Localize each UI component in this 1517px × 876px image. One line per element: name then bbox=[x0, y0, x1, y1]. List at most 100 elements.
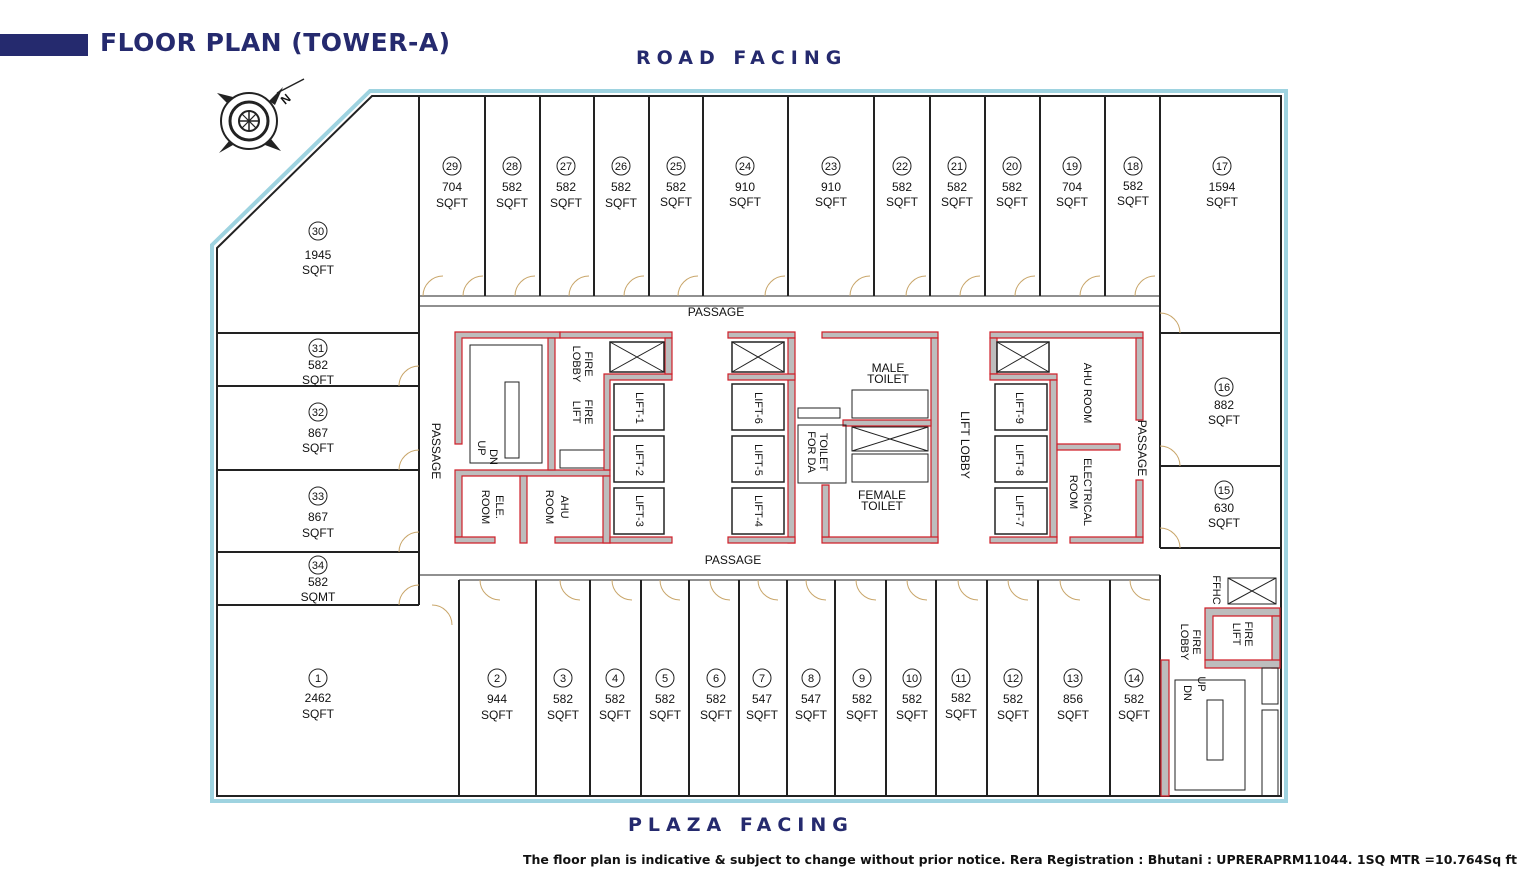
unit-number: 15 bbox=[1218, 485, 1230, 497]
unit-number: 19 bbox=[1066, 161, 1078, 173]
unit-number: 20 bbox=[1006, 161, 1018, 173]
fire-stair-block bbox=[1160, 577, 1281, 797]
unit-area: 867 bbox=[308, 510, 328, 524]
fire-lift-label-line2: LIFT bbox=[570, 401, 582, 424]
unit-area: 582 bbox=[666, 180, 686, 194]
unit-number: 29 bbox=[446, 161, 458, 173]
fire-lobby-right-label-line2: LOBBY bbox=[1178, 624, 1190, 661]
unit-measure: SQFT bbox=[746, 708, 779, 722]
unit-5: 5 582 SQFT bbox=[649, 668, 682, 722]
unit-number: 34 bbox=[312, 560, 324, 572]
unit-area: 582 bbox=[655, 692, 675, 706]
unit-measure: SQFT bbox=[599, 708, 632, 722]
unit-area: 582 bbox=[308, 358, 328, 372]
unit-number: 17 bbox=[1216, 161, 1228, 173]
unit-number: 27 bbox=[560, 161, 572, 173]
unit-area: 582 bbox=[611, 180, 631, 194]
unit-2: 2 944 SQFT bbox=[481, 668, 514, 722]
unit-number: 24 bbox=[739, 161, 751, 173]
unit-area: 867 bbox=[308, 426, 328, 440]
female-toilet-label-line1: FEMALE bbox=[858, 488, 906, 502]
unit-9: 9 582 SQFT bbox=[846, 668, 879, 722]
unit-area: 582 bbox=[902, 692, 922, 706]
building-outline bbox=[210, 89, 1288, 803]
unit-number: 31 bbox=[312, 343, 324, 355]
unit-3: 3 582 SQFT bbox=[547, 668, 580, 722]
male-toilet-label-line2: TOILET bbox=[867, 372, 909, 386]
unit-measure: SQFT bbox=[795, 708, 828, 722]
unit-measure: SQFT bbox=[302, 373, 335, 387]
unit-labels: 29 704 SQFT 28 582 SQFT 27 582 SQFT 26 5… bbox=[301, 156, 1241, 722]
unit-7: 7 547 SQFT bbox=[746, 668, 779, 722]
unit-measure: SQFT bbox=[547, 708, 580, 722]
unit-number: 30 bbox=[312, 226, 324, 238]
unit-number: 16 bbox=[1218, 382, 1230, 394]
unit-area: 704 bbox=[442, 180, 462, 194]
unit-measure: SQFT bbox=[1118, 708, 1151, 722]
unit-19: 19 704 SQFT bbox=[1056, 156, 1089, 209]
road-facing-label: ROAD FACING bbox=[636, 47, 848, 69]
fire-lift-label-line1: FIRE bbox=[582, 399, 594, 424]
lift-1-label: LIFT-1 bbox=[633, 392, 645, 424]
unit-area: 582 bbox=[852, 692, 872, 706]
unit-measure: SQFT bbox=[550, 196, 583, 210]
toilet-da-label-line1: TOILET bbox=[817, 433, 829, 472]
unit-10: 10 582 SQFT bbox=[896, 668, 929, 722]
unit-number: 23 bbox=[825, 161, 837, 173]
unit-32: 32 867 SQFT bbox=[302, 402, 335, 455]
unit-measure: SQFT bbox=[945, 707, 978, 721]
ele-room-label-line2: ROOM bbox=[479, 490, 491, 524]
unit-number: 1 bbox=[315, 673, 321, 685]
unit-15: 15 630 SQFT bbox=[1208, 480, 1241, 530]
corridor-walls bbox=[419, 305, 1160, 576]
unit-area: 630 bbox=[1214, 501, 1234, 515]
unit-number: 5 bbox=[662, 673, 668, 685]
unit-area: 910 bbox=[735, 180, 755, 194]
unit-number: 10 bbox=[906, 673, 918, 685]
unit-number: 4 bbox=[612, 673, 618, 685]
fire-lobby-right-label-line1: FIRE bbox=[1190, 629, 1202, 654]
unit-number: 33 bbox=[312, 491, 324, 503]
unit-measure: SQFT bbox=[896, 708, 929, 722]
unit-12: 12 582 SQFT bbox=[997, 668, 1030, 722]
lift-8-label: LIFT-8 bbox=[1013, 444, 1025, 476]
unit-area: 547 bbox=[752, 692, 772, 706]
unit-measure: SQFT bbox=[302, 526, 335, 540]
unit-number: 3 bbox=[560, 673, 566, 685]
fire-lobby-label-line2: LOBBY bbox=[570, 346, 582, 383]
unit-area: 582 bbox=[951, 691, 971, 705]
unit-number: 9 bbox=[859, 673, 865, 685]
unit-number: 26 bbox=[615, 161, 627, 173]
unit-area: 582 bbox=[502, 180, 522, 194]
lift-7-label: LIFT-7 bbox=[1013, 495, 1025, 527]
unit-area: 704 bbox=[1062, 180, 1082, 194]
stair-dn-label: DN bbox=[487, 449, 499, 465]
unit-23: 23 910 SQFT bbox=[815, 156, 848, 209]
core-right-block bbox=[989, 331, 1144, 544]
unit-25: 25 582 SQFT bbox=[660, 156, 693, 209]
unit-number: 14 bbox=[1128, 673, 1140, 685]
unit-area: 2462 bbox=[305, 691, 332, 705]
unit-area: 582 bbox=[1124, 692, 1144, 706]
unit-number: 28 bbox=[506, 161, 518, 173]
lift-lobby-label: LIFT LOBBY bbox=[958, 411, 972, 479]
unit-measure: SQFT bbox=[302, 707, 335, 721]
lift-6-label: LIFT-6 bbox=[752, 392, 764, 424]
unit-26: 26 582 SQFT bbox=[605, 156, 638, 210]
left-unit-walls bbox=[217, 306, 420, 606]
unit-measure: SQFT bbox=[660, 195, 693, 209]
fire-lift-right-label-line2: LIFT bbox=[1230, 623, 1242, 646]
lift-4-label: LIFT-4 bbox=[752, 495, 764, 527]
unit-30: 30 1945 SQFT bbox=[302, 221, 335, 277]
unit-1: 1 2462 SQFT bbox=[302, 668, 335, 721]
passage-left-label: PASSAGE bbox=[429, 423, 443, 479]
header-accent-bar bbox=[0, 34, 88, 56]
unit-measure: SQFT bbox=[846, 708, 879, 722]
unit-14: 14 582 SQFT bbox=[1118, 668, 1151, 722]
unit-number: 21 bbox=[951, 161, 963, 173]
unit-area: 547 bbox=[801, 692, 821, 706]
unit-area: 582 bbox=[892, 180, 912, 194]
lift-bank-4-6 bbox=[727, 331, 796, 544]
unit-measure: SQFT bbox=[481, 708, 514, 722]
